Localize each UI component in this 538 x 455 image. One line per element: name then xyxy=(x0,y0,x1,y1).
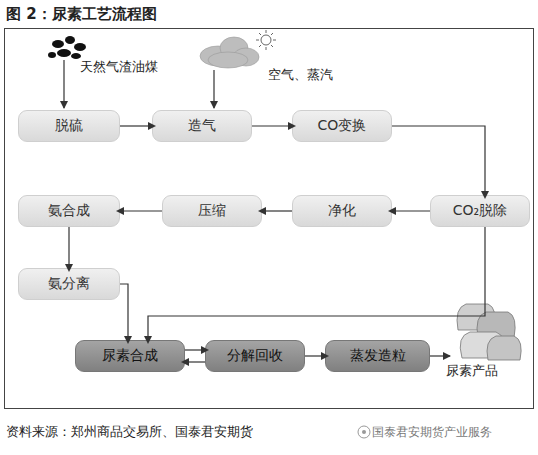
product-bags-icon xyxy=(457,304,521,360)
process-box: 氨分离 xyxy=(18,268,120,300)
process-box: 脱硫 xyxy=(18,110,120,142)
box-text: 分解回收 xyxy=(227,348,283,363)
sun-icon xyxy=(256,30,276,50)
annotation-label: 尿素产品 xyxy=(446,362,498,380)
flow-arrow xyxy=(185,361,205,362)
box-text: 尿素合成 xyxy=(102,348,158,363)
box-text: 净化 xyxy=(328,203,356,218)
process-box: 尿素合成 xyxy=(75,340,185,372)
box-text: 氨合成 xyxy=(48,203,90,218)
flow-arrow xyxy=(262,210,292,211)
box-text: 压缩 xyxy=(198,203,226,218)
flow-arrow xyxy=(392,126,485,195)
flow-arrow xyxy=(185,349,205,350)
box-text: CO变换 xyxy=(318,118,367,133)
process-box: 造气 xyxy=(152,110,252,142)
process-box: CO₂脱除 xyxy=(430,195,530,227)
cloud-icon xyxy=(200,37,259,68)
annotation-label: 空气、蒸汽 xyxy=(268,66,333,84)
output-arrow xyxy=(430,355,450,356)
flow-arrow xyxy=(148,227,485,340)
watermark-icon xyxy=(358,426,370,438)
process-box: 分解回收 xyxy=(205,340,305,372)
process-box: 净化 xyxy=(292,195,392,227)
process-box: 氨合成 xyxy=(18,195,120,227)
box-text: 氨分离 xyxy=(48,276,90,291)
process-box: 压缩 xyxy=(162,195,262,227)
flow-arrow xyxy=(305,355,325,356)
feed-arrow xyxy=(213,70,214,108)
coal-icon xyxy=(48,36,86,59)
flow-arrow xyxy=(120,284,128,340)
box-text: 蒸发造粒 xyxy=(350,348,406,363)
process-box: 蒸发造粒 xyxy=(325,340,430,372)
annotation-label: 天然气渣油煤 xyxy=(80,58,158,76)
feed-arrow xyxy=(63,60,64,108)
watermark: 国泰君安期货产业服务 xyxy=(372,424,492,441)
flow-arrow xyxy=(120,210,162,211)
box-text: 脱硫 xyxy=(55,118,83,133)
figure-title: 图 2：尿素工艺流程图 xyxy=(6,5,157,24)
flow-arrow xyxy=(392,210,430,211)
frame-border xyxy=(5,29,534,409)
box-text: CO₂脱除 xyxy=(453,203,507,218)
flow-arrow xyxy=(68,227,69,268)
box-text: 造气 xyxy=(188,118,216,133)
process-box: CO变换 xyxy=(292,110,392,142)
flow-arrow xyxy=(252,125,292,126)
source-caption: 资料来源：郑州商品交易所、国泰君安期货 xyxy=(6,423,253,441)
flow-arrow xyxy=(120,125,152,126)
